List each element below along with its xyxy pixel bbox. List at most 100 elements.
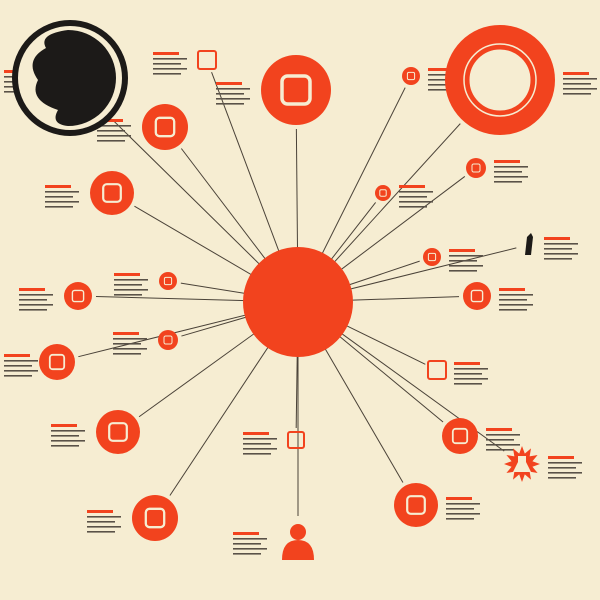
label-heading bbox=[51, 424, 77, 427]
tree-circle bbox=[261, 55, 331, 125]
label-line bbox=[494, 181, 522, 183]
person-node bbox=[282, 524, 314, 560]
dot-icon bbox=[379, 189, 387, 197]
label-block bbox=[87, 510, 121, 533]
label-line bbox=[494, 176, 528, 178]
connector-line bbox=[180, 148, 275, 271]
chat-circle bbox=[132, 495, 178, 541]
label-line bbox=[428, 84, 462, 86]
label-block bbox=[113, 332, 147, 355]
label-line bbox=[494, 171, 522, 173]
label-block bbox=[97, 119, 131, 142]
label-block bbox=[19, 288, 53, 311]
label-line bbox=[97, 130, 125, 132]
label-line bbox=[454, 378, 488, 380]
label-line bbox=[544, 243, 578, 245]
label-line bbox=[114, 294, 142, 296]
label-line bbox=[499, 309, 527, 311]
label-heading bbox=[19, 288, 45, 291]
label-line bbox=[243, 448, 277, 450]
label-block bbox=[446, 497, 480, 520]
label-line bbox=[45, 206, 73, 208]
label-line bbox=[4, 375, 32, 377]
label-line bbox=[97, 125, 131, 127]
label-line bbox=[19, 299, 47, 301]
label-line bbox=[399, 206, 427, 208]
connector-line bbox=[330, 325, 505, 452]
label-line bbox=[113, 353, 141, 355]
hub-circle[interactable] bbox=[243, 247, 353, 357]
label-line bbox=[454, 373, 482, 375]
label-line bbox=[446, 508, 474, 510]
label-line bbox=[499, 294, 533, 296]
label-line bbox=[548, 472, 582, 474]
label-heading bbox=[494, 160, 520, 163]
label-line bbox=[19, 294, 53, 296]
label-line bbox=[486, 449, 514, 451]
label-heading bbox=[499, 288, 525, 291]
label-block bbox=[114, 273, 148, 296]
label-line bbox=[153, 58, 187, 60]
crescent-moon-node bbox=[12, 20, 128, 136]
label-line bbox=[216, 98, 250, 100]
label-line bbox=[563, 88, 597, 90]
label-line bbox=[446, 503, 480, 505]
label-block bbox=[563, 72, 597, 95]
label-line bbox=[114, 284, 142, 286]
cup-node bbox=[423, 248, 441, 266]
label-line bbox=[449, 260, 477, 262]
pencil-icon bbox=[470, 289, 484, 303]
user-node bbox=[96, 410, 140, 454]
label-heading bbox=[216, 82, 242, 85]
label-line bbox=[548, 477, 576, 479]
badge-node bbox=[287, 431, 305, 449]
connector-line bbox=[95, 295, 259, 302]
bowl-node bbox=[159, 272, 177, 290]
label-line bbox=[499, 304, 533, 306]
label-heading bbox=[113, 332, 139, 335]
label-line bbox=[19, 309, 47, 311]
bowl-icon bbox=[163, 276, 173, 286]
pin-icon bbox=[406, 71, 416, 81]
user-icon bbox=[71, 289, 85, 303]
label-line bbox=[51, 445, 79, 447]
keyhole-node bbox=[142, 104, 188, 150]
label-heading bbox=[563, 72, 589, 75]
tree-node bbox=[261, 55, 331, 125]
phone-node bbox=[394, 483, 438, 527]
connector-line bbox=[329, 176, 466, 279]
label-block bbox=[4, 354, 38, 377]
label-line bbox=[87, 516, 121, 518]
label-heading bbox=[544, 237, 570, 240]
label-line bbox=[216, 88, 250, 90]
starburst-node bbox=[504, 446, 540, 482]
user-icon bbox=[108, 422, 128, 442]
connector-line bbox=[336, 247, 517, 293]
label-line bbox=[548, 462, 582, 464]
label-line bbox=[113, 348, 147, 350]
connector-line bbox=[337, 296, 460, 302]
badge-icon bbox=[287, 431, 305, 449]
connector-line bbox=[333, 319, 426, 365]
label-line bbox=[454, 368, 488, 370]
dot-node bbox=[375, 185, 391, 201]
label-block bbox=[449, 249, 483, 272]
pencil-node bbox=[463, 282, 491, 310]
badge-icon bbox=[197, 50, 217, 70]
label-line bbox=[449, 270, 477, 272]
user-node bbox=[64, 282, 92, 310]
label-line bbox=[563, 78, 597, 80]
keyhole-icon bbox=[154, 116, 176, 138]
connector-line bbox=[134, 205, 264, 283]
label-line bbox=[446, 518, 474, 520]
chat-icon bbox=[144, 507, 166, 529]
user-node bbox=[39, 344, 75, 380]
label-block bbox=[494, 160, 528, 183]
label-line bbox=[45, 196, 73, 198]
connector-line bbox=[111, 118, 270, 275]
label-line bbox=[4, 370, 38, 372]
label-line bbox=[563, 83, 591, 85]
chart-circle bbox=[442, 418, 478, 454]
label-line bbox=[114, 289, 148, 291]
